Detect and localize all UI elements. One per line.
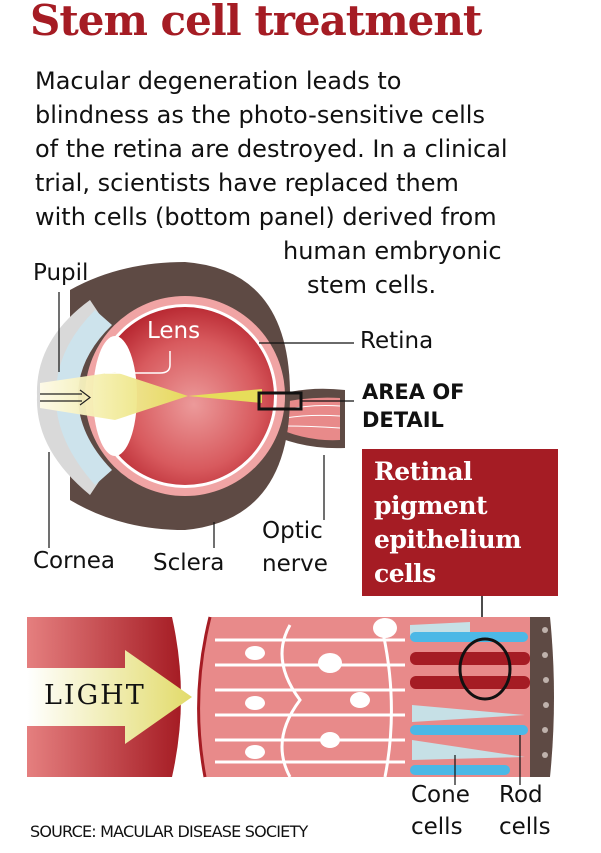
retinal-neurons (215, 619, 405, 778)
label-rod-cells: cells (499, 814, 551, 840)
intro-line: of the retina are destroyed. In a clinic… (35, 135, 508, 163)
label-cone-cells: Cone (411, 782, 470, 808)
label-sclera: Sclera (153, 550, 225, 576)
page-title: Stem cell treatment (30, 0, 482, 45)
light-beam (40, 372, 188, 420)
label-cornea: Cornea (33, 548, 116, 574)
rod-cells (410, 632, 528, 775)
label-optic-nerve: Optic (262, 518, 323, 544)
label-lens: Lens (147, 318, 201, 344)
area-of-detail-box (257, 391, 303, 411)
retina-detail-panel (27, 616, 554, 785)
cornea-shape (36, 300, 100, 495)
intro-line: Macular degeneration leads to (35, 67, 402, 95)
intro-line: human embryonic (283, 237, 502, 265)
rpe-line: epithelium (374, 525, 522, 554)
rpe-callout-box: Retinal pigment epithelium cells (362, 449, 558, 596)
intro-line: trial, scientists have replaced them (35, 169, 459, 197)
rpe-line: cells (374, 559, 436, 588)
label-area-of-detail: AREA OF (362, 380, 465, 404)
label-optic-nerve: nerve (262, 551, 328, 577)
label-cone-cells: cells (411, 814, 463, 840)
intro-line: blindness as the photo-sensitive cells (35, 101, 485, 129)
light-label: LIGHT (44, 680, 146, 711)
intro-line: stem cells. (307, 271, 437, 299)
choroid-strip (530, 617, 554, 777)
rpe-line: pigment (374, 491, 488, 520)
rpe-line: Retinal (374, 457, 473, 486)
label-pupil: Pupil (33, 260, 89, 286)
label-retina: Retina (360, 328, 434, 354)
rpe-cells (410, 652, 530, 689)
intro-line: with cells (bottom panel) derived from (35, 203, 497, 231)
label-area-of-detail: DETAIL (362, 408, 444, 432)
light-arrow (27, 650, 192, 744)
label-rod-cells: Rod (499, 782, 543, 808)
source-credit: SOURCE: MACULAR DISEASE SOCIETY (30, 822, 308, 841)
detail-circle (458, 637, 512, 701)
